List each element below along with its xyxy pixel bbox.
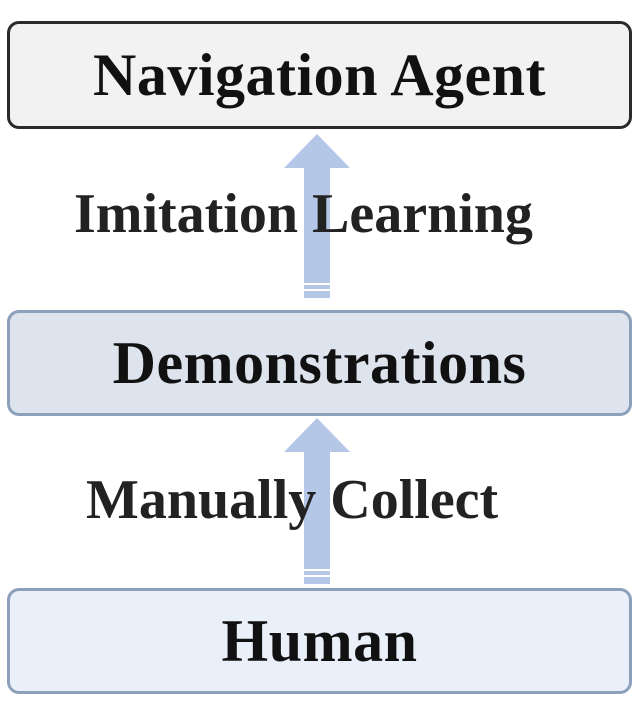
upward-arrow-icon	[284, 134, 350, 298]
human-box: Human	[7, 588, 632, 694]
imitation-learning-label: Imitation Learning	[74, 183, 533, 245]
navigation-agent-box: Navigation Agent	[7, 21, 632, 129]
demonstrations-label: Demonstrations	[112, 329, 527, 396]
upward-arrow-icon	[284, 418, 350, 584]
human-label: Human	[221, 607, 418, 674]
manually-collect-label: Manually Collect	[86, 469, 499, 531]
navigation-agent-label: Navigation Agent	[92, 41, 547, 108]
demonstrations-box: Demonstrations	[7, 310, 632, 416]
